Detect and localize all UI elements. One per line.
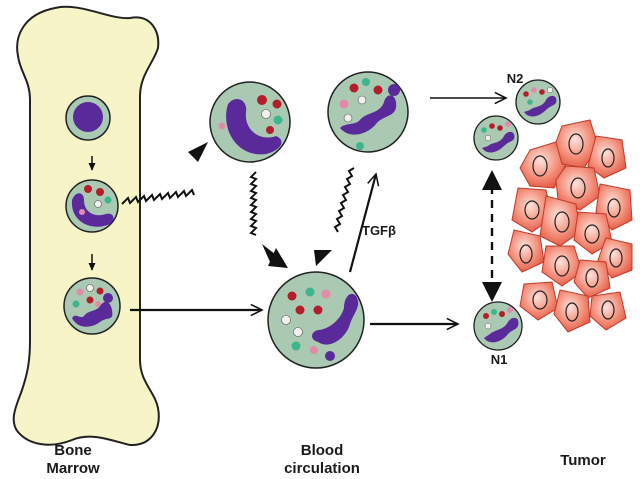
bone-marrow-label-line2: Marrow — [46, 460, 100, 477]
mature-neutrophil-cell — [327, 71, 409, 153]
dashed-double-arrow-icon — [482, 170, 502, 302]
tumor-cell — [541, 245, 583, 287]
arrow-icon — [348, 174, 376, 273]
tumor-cell — [589, 291, 627, 331]
tgf-beta-label: TGFβ — [362, 223, 396, 238]
blood-circulation-label-line1: Blood — [300, 442, 344, 459]
n2-neutrophil-cell — [473, 115, 519, 161]
band-cell — [65, 179, 119, 233]
circulating-neutrophil-cell — [267, 271, 365, 369]
tumor-mass — [507, 119, 633, 333]
bone-marrow-label-line1: Bone — [54, 442, 92, 459]
mature-neutrophil-cell — [63, 277, 121, 335]
myeloblast-cell — [65, 95, 111, 141]
wavy-arrow-icon — [314, 167, 355, 266]
n1-label: N1 — [490, 352, 508, 367]
bone-marrow-label: Bone Marrow — [18, 442, 128, 478]
wavy-arrow-icon — [249, 171, 288, 268]
tumor-cell — [507, 229, 545, 273]
wavy-arrow-icon — [121, 142, 208, 205]
blood-circulation-label: Blood circulation — [262, 442, 382, 478]
tumor-cell — [553, 289, 591, 333]
tumor-cell — [555, 165, 601, 211]
tumor-cell — [587, 135, 627, 179]
immature-neutrophil-cell — [209, 81, 291, 163]
tumor-cell — [573, 259, 611, 299]
n2-neutrophil-cell — [515, 79, 561, 125]
tumor-cell — [539, 195, 581, 247]
tumor-label: Tumor — [560, 452, 606, 469]
tumor-cell — [519, 281, 559, 321]
n2-label: N2 — [506, 71, 524, 86]
n1-neutrophil-cell — [473, 301, 523, 351]
blood-circulation-label-line2: circulation — [284, 460, 360, 477]
